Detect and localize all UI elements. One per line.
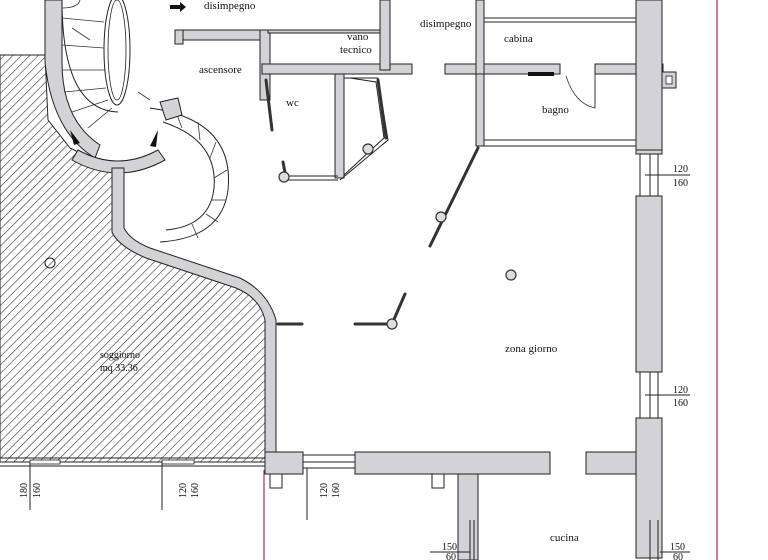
soggiorno-hatched-area (0, 54, 266, 463)
right-wall (635, 149, 690, 560)
window-dim-bottom-2-w: 120 (178, 483, 189, 498)
bottom-walls (0, 451, 637, 560)
label-wc: wc (286, 97, 299, 109)
label-soggiorno-area: mq 33.36 (100, 363, 138, 374)
diagonal-partition (428, 146, 480, 248)
label-cucina: cucina (550, 532, 579, 544)
window-dim-bottom-3-h: 160 (331, 483, 342, 498)
window-dim-right-top-w: 120 (673, 164, 688, 175)
label-zona-giorno: zona giorno (505, 343, 558, 355)
window-dim-bottom-5-h: 60 (673, 552, 683, 560)
label-cabina: cabina (504, 33, 533, 45)
window-dim-bottom-4-h: 60 (446, 552, 456, 560)
label-disimpegno-1: disimpegno (204, 0, 256, 12)
label-disimpegno-2: disimpegno (420, 18, 472, 30)
window-dim-bottom-5-w: 150 (670, 542, 685, 553)
label-ascensore: ascensore (199, 64, 242, 76)
window-dim-bottom-4-w: 150 (442, 542, 457, 553)
window-dim-bottom-3-w: 120 (319, 483, 330, 498)
window-dim-right-mid-h: 160 (673, 398, 688, 409)
window-dim-bottom-1-h: 160 (32, 483, 43, 498)
wc-walls (264, 73, 389, 183)
label-soggiorno: soggiorno (100, 350, 140, 361)
label-vano: vano (347, 31, 369, 43)
label-bagno: bagno (542, 104, 569, 116)
bagno-walls (475, 72, 636, 147)
window-dim-right-top-h: 160 (673, 178, 688, 189)
window-dim-right-mid-w: 120 (673, 385, 688, 396)
window-dim-bottom-2-h: 160 (190, 483, 201, 498)
window-dim-bottom-1-w: 180 (19, 483, 30, 498)
spiral-staircase (44, 0, 166, 174)
curved-stair (149, 97, 230, 243)
label-tecnico: tecnico (340, 44, 372, 56)
